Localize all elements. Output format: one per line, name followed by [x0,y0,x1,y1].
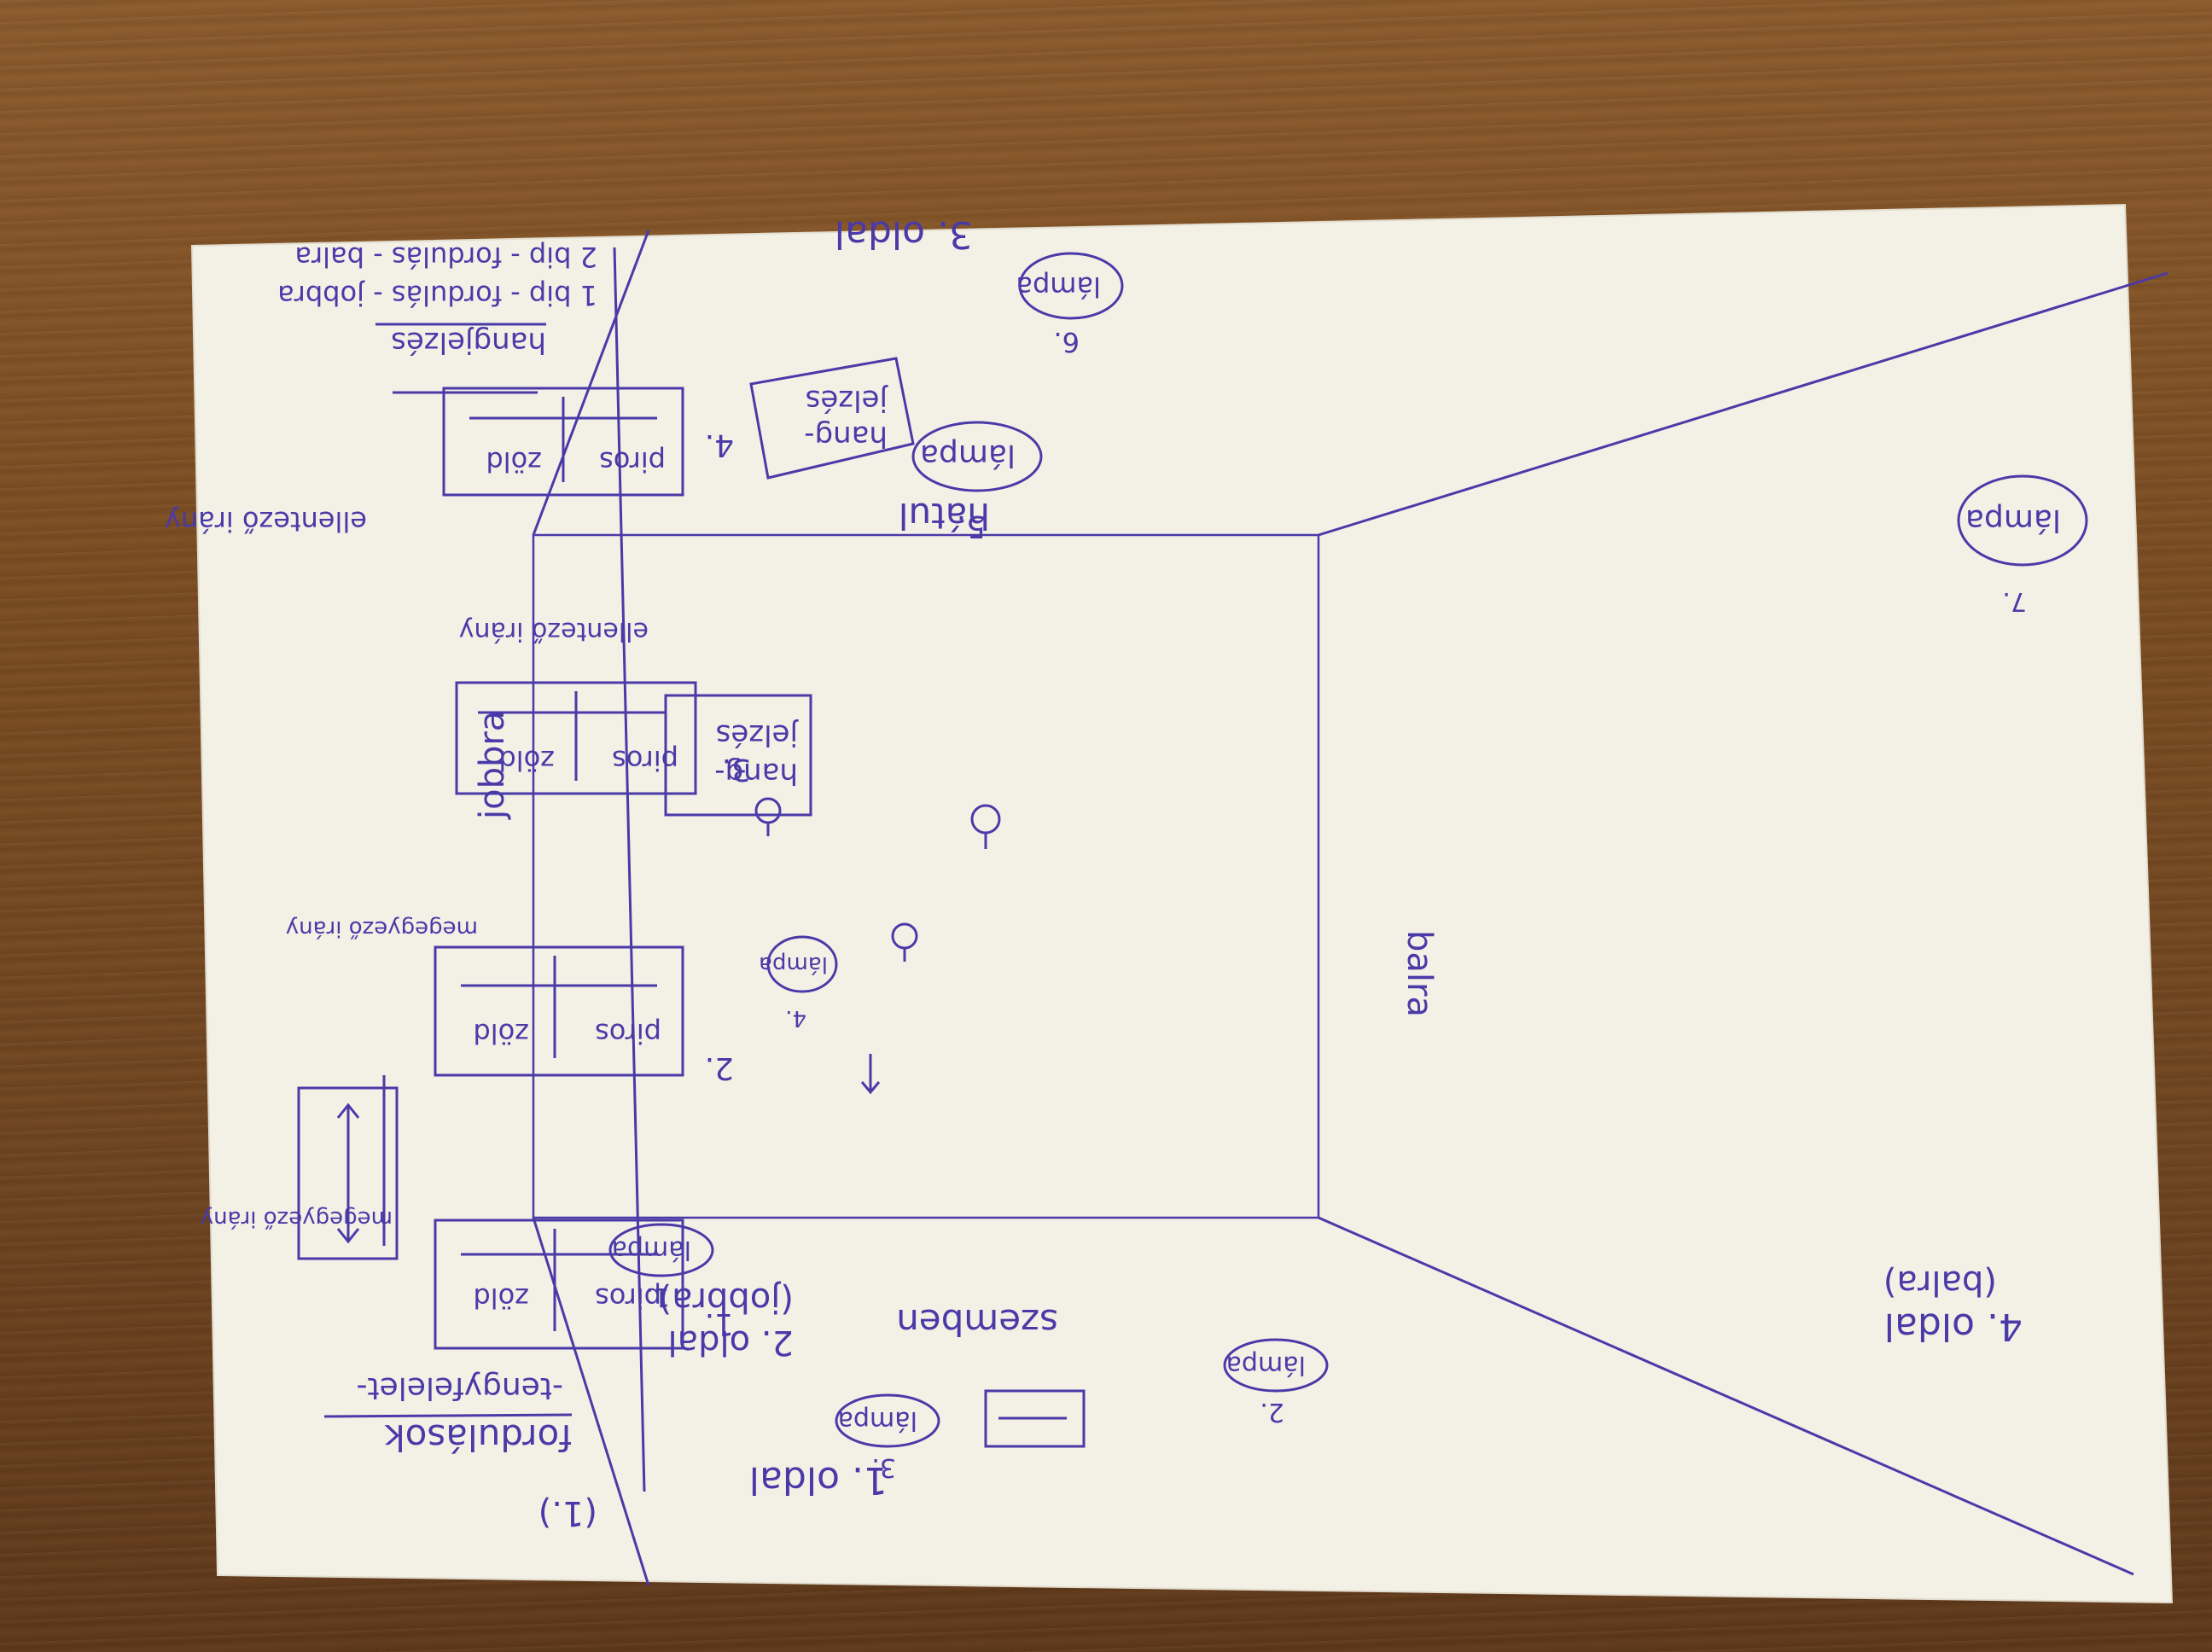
svg-text:6.: 6. [1053,326,1080,358]
svg-text:zöld: zöld [486,445,542,478]
lamp-1: lámpa 1. [608,1223,714,1312]
turns-section: (1.) fordulások -tengyfelelet- [323,1370,597,1533]
svg-text:lámpa: lámpa [1016,270,1101,303]
sound-box-1: hang- jelzés [749,357,915,480]
wall4-dir: (balra) [1883,1263,1997,1302]
svg-text:4.: 4. [705,428,734,462]
svg-text:1.: 1. [705,1306,734,1341]
wall2-label: 2. oldal [668,1323,794,1362]
wall2-dir: (jobbra) [658,1280,794,1319]
floor-back-label: hátul [899,495,990,537]
floor-right-label: jobbra [473,711,512,820]
svg-text:ellentező irány: ellentező irány [459,616,649,646]
svg-text:ellentező irány: ellentező irány [165,505,367,538]
svg-text:lámpa: lámpa [1226,1350,1306,1380]
svg-text:3.: 3. [722,752,751,787]
svg-text:1 bip - fordulás - jobbra: 1 bip - fordulás - jobbra [277,279,597,311]
svg-text:hangjelzés: hangjelzés [391,325,546,359]
svg-text:7.: 7. [2002,586,2027,616]
floor-left-label: balra [1400,930,1439,1017]
lamp-7: lámpa 7. [1957,474,2088,616]
lamp-2: lámpa 2. [1223,1338,1329,1427]
svg-text:megegyező irány: megegyező irány [201,1206,393,1231]
svg-text:hang-: hang- [714,756,798,790]
room-outline [532,230,2168,1586]
lamp-5: lámpa 5. [911,421,1043,544]
svg-text:5.: 5. [957,509,986,544]
svg-text:lámpa: lámpa [759,951,828,977]
floor-front-label: szemben [896,1301,1058,1343]
svg-text:lámpa: lámpa [1965,503,2061,538]
wall1-label: 1. oldal [749,1458,888,1502]
panel-divider [613,247,646,1492]
lamp-3: lámpa 3. [835,1393,940,1482]
svg-text:2 bip - fordulás - balra: 2 bip - fordulás - balra [294,241,597,273]
svg-text:lámpa: lámpa [838,1405,917,1435]
floor-markers [754,797,1001,1095]
svg-text:zöld: zöld [473,1282,529,1314]
card-diagram-small [382,1075,1086,1448]
svg-text:(1.): (1.) [538,1493,597,1533]
svg-text:-tengyfelelet-: -tengyfelelet- [357,1370,563,1405]
card-diagram-vertical [297,1086,399,1260]
sound-signal-legend: hangjelzés 1 bip - fordulás - jobbra 2 b… [277,241,597,394]
paper-sheet [190,203,2174,1604]
svg-text:2.: 2. [1260,1397,1284,1427]
lamp-6: lámpa 6. [1016,252,1124,358]
svg-text:zöld: zöld [498,744,555,777]
svg-text:jelzés: jelzés [716,718,799,752]
svg-text:piros: piros [595,1282,661,1314]
lamp-4: lámpa 4. [759,935,838,1031]
svg-text:1.: 1. [645,1282,670,1312]
svg-text:piros: piros [595,1017,661,1050]
wall4-label: 4. oldal [1884,1305,2023,1348]
svg-text:3.: 3. [871,1452,896,1482]
svg-text:2.: 2. [705,1050,734,1085]
svg-text:lámpa: lámpa [920,438,1016,473]
svg-text:zöld: zöld [473,1017,529,1050]
svg-text:megegyező irány: megegyező irány [286,916,478,941]
svg-text:lámpa: lámpa [612,1235,691,1265]
turn-card-4: 4. piros zöld ellentező irány [165,387,734,538]
svg-text:hang-: hang- [804,419,888,453]
svg-text:fordulások: fordulások [384,1416,572,1458]
wall3-label: 3. oldal [835,212,973,256]
turn-card-3: 3. piros zöld ellentező irány [455,616,751,795]
sound-box-2: hang- jelzés [664,694,812,817]
svg-text:piros: piros [599,445,666,478]
svg-text:jelzés: jelzés [806,383,888,417]
turn-card-2: 2. piros zöld megegyező irány [286,916,734,1085]
svg-text:piros: piros [612,744,678,777]
turn-card-1: 1. piros zöld megegyező irány [201,1206,734,1350]
svg-text:4.: 4. [785,1005,806,1031]
